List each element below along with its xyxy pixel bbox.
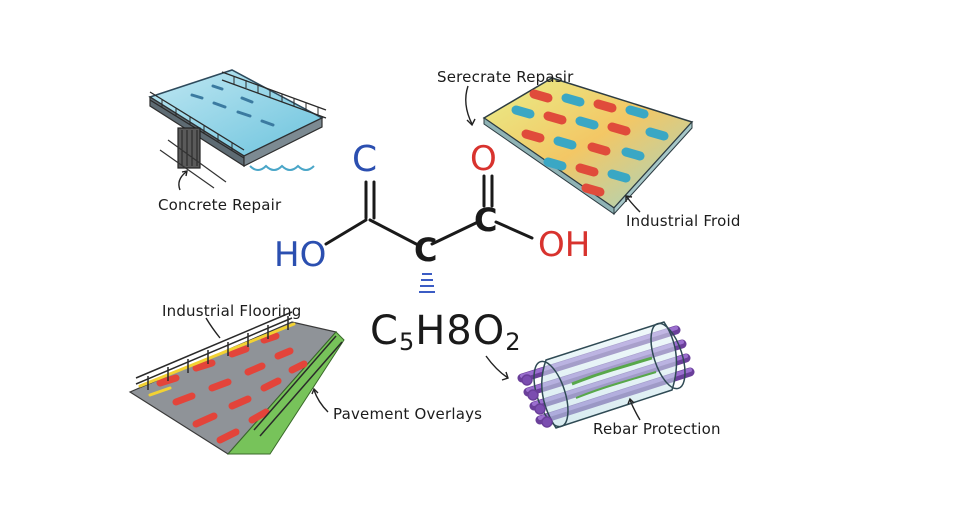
atom-right-carbon: C	[474, 201, 498, 239]
arrow-industrial-froid	[625, 195, 641, 213]
group-hydroxyl-right: OH	[538, 225, 591, 265]
atom-top-left: C	[352, 139, 378, 180]
panel-illustration	[482, 77, 694, 216]
rebar-illustration	[517, 321, 695, 429]
formula-subscript-2: 2	[505, 328, 522, 356]
label-pavement-overlays: Pavement Overlays	[333, 405, 483, 423]
label-serecrate-repair: Serecrate Repasir	[437, 68, 574, 86]
formula-subscript-1: 5	[398, 328, 416, 356]
arrow-concrete-repair	[178, 171, 187, 191]
group-hydroxyl-left: HO	[274, 235, 327, 275]
bridge-illustration	[148, 69, 327, 189]
label-industrial-froid: Industrial Froid	[626, 212, 741, 230]
label-industrial-flooring: Industrial Flooring	[162, 302, 302, 320]
formula-middle: H8O	[415, 308, 506, 354]
formula-prefix: C	[370, 308, 399, 354]
arrow-pavement-overlays	[313, 389, 329, 413]
stereo-hash-bond	[419, 273, 435, 293]
molecular-formula: C5H8O2	[370, 308, 522, 356]
arrow-industrial-flooring	[205, 317, 221, 339]
arrow-rebar-upper	[485, 355, 509, 379]
atom-center-carbon: C	[414, 231, 438, 269]
label-rebar-protection: Rebar Protection	[593, 420, 721, 438]
label-concrete-repair: Concrete Repair	[158, 196, 282, 214]
atom-top-right: O	[470, 139, 497, 179]
arrow-rebar-protection	[629, 399, 641, 421]
road-illustration	[128, 311, 345, 455]
arrow-serecrate-repair	[465, 85, 473, 125]
molecule-bonds	[324, 174, 534, 248]
